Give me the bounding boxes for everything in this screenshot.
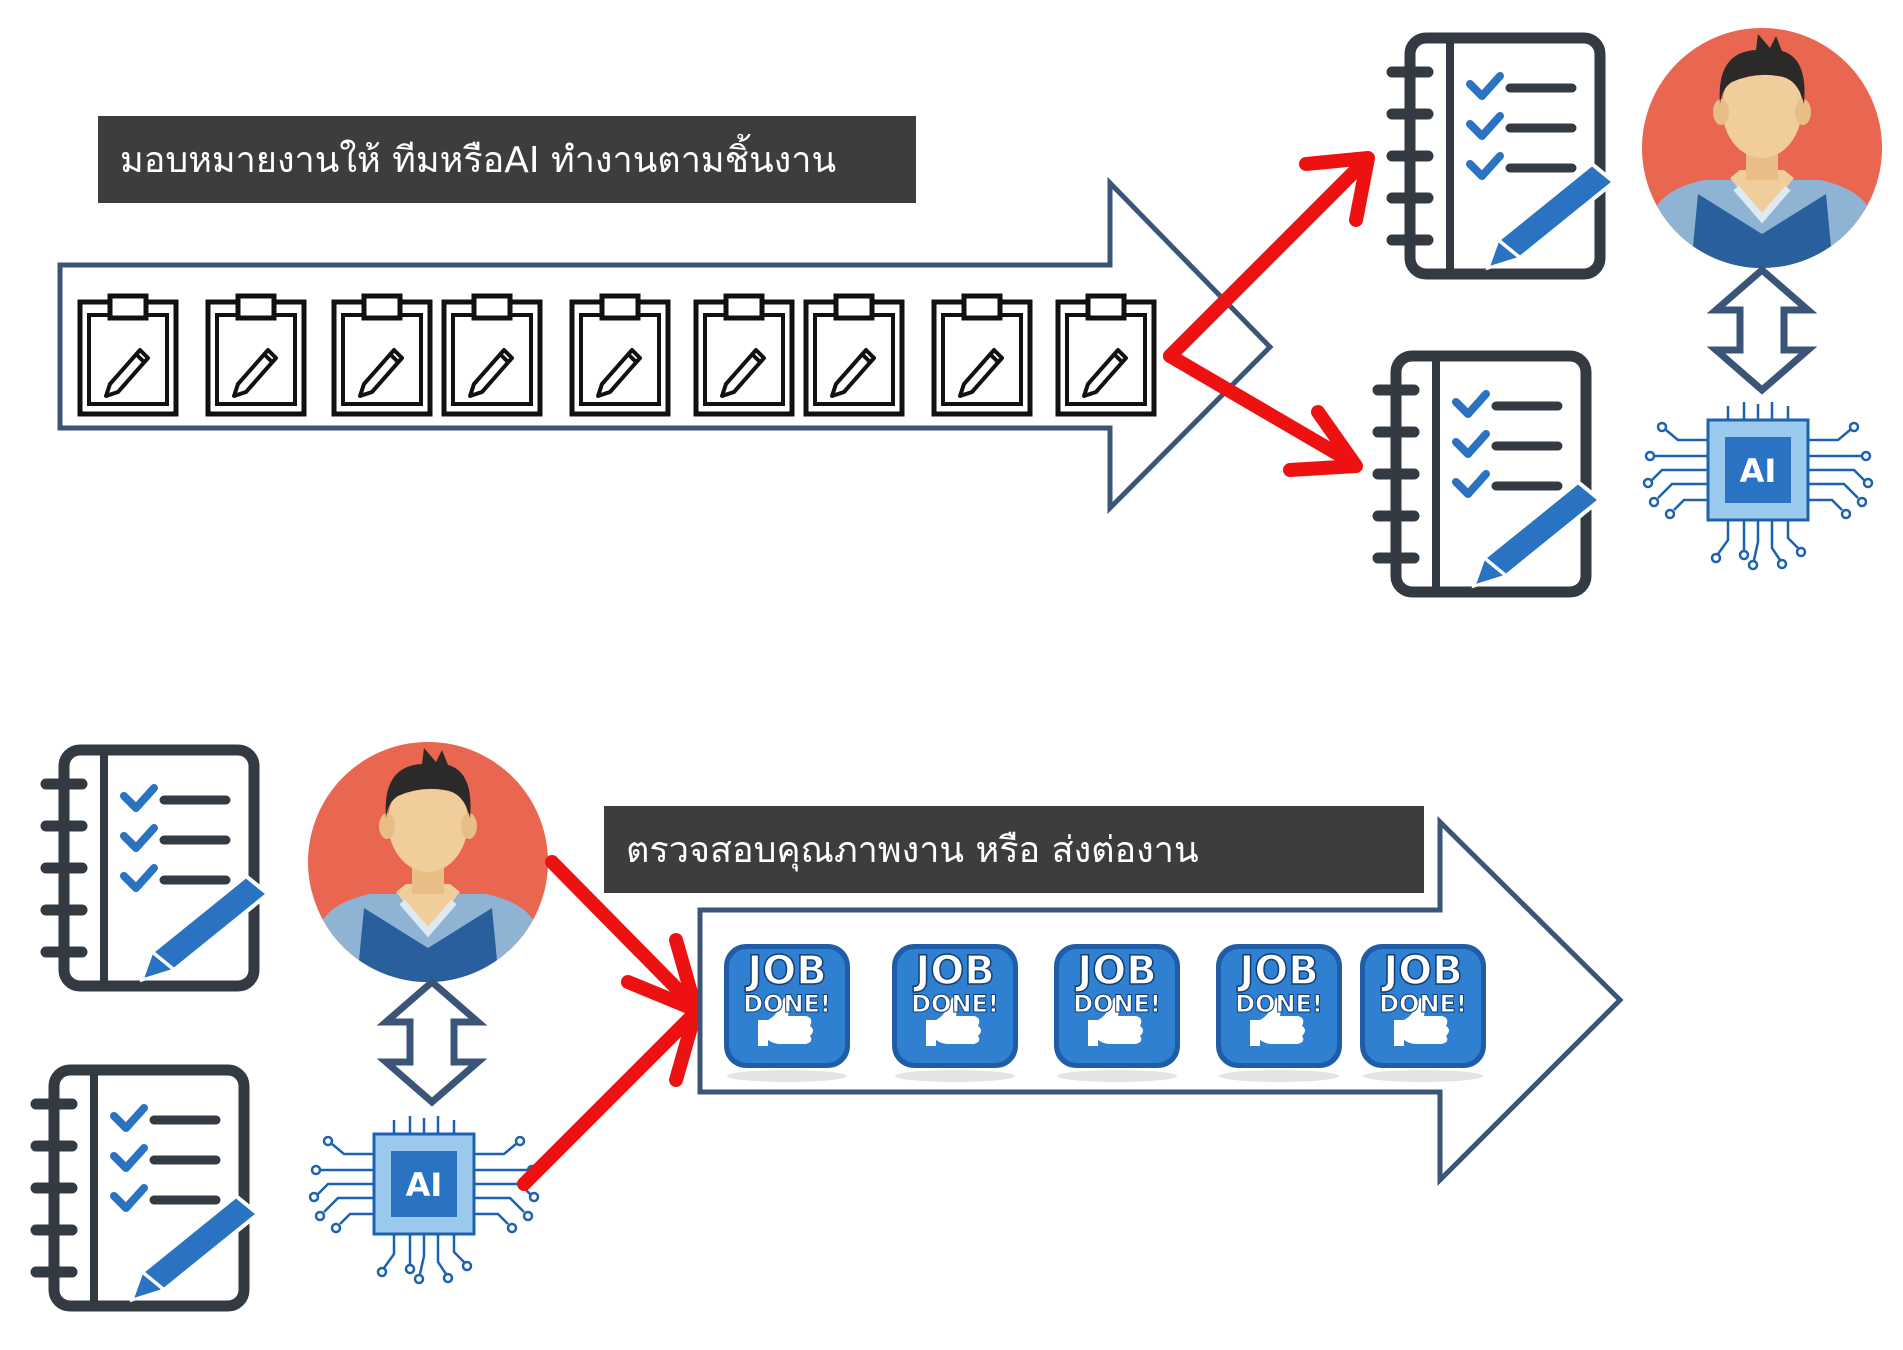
merge-arrows: [517, 855, 703, 1191]
job-done-badge: JOB DONE!: [724, 944, 850, 1082]
job-done-badge: JOB DONE!: [1360, 944, 1486, 1082]
notebook-checklist-icon: [46, 750, 268, 986]
double-arrow-icon: [1716, 270, 1808, 390]
svg-text:DONE!: DONE!: [743, 990, 831, 1018]
svg-text:DONE!: DONE!: [911, 990, 999, 1018]
svg-text:JOB: JOB: [1236, 948, 1318, 994]
svg-text:DONE!: DONE!: [1235, 990, 1323, 1018]
clipboard-icon: [444, 296, 540, 414]
clipboard-icon: [806, 296, 902, 414]
red-arrow-in-top: [545, 855, 697, 1009]
red-arrow-merge-head-b: [669, 1003, 703, 1087]
red-arrow-in-bottom: [517, 1011, 697, 1191]
clipboard-icon: [696, 296, 792, 414]
person-avatar-icon: [308, 742, 548, 992]
clipboard-icon: [572, 296, 668, 414]
svg-text:JOB: JOB: [912, 948, 994, 994]
person-avatar-icon: [1642, 28, 1882, 278]
assign-work-banner: มอบหมายงานให้ ทีมหรือAI ทำงานตามชิ้นงาน: [98, 116, 916, 203]
clipboard-icon: [1058, 296, 1154, 414]
task-clipboards: [80, 296, 1154, 414]
split-arrows: [1163, 151, 1375, 477]
clipboard-icon: [80, 296, 176, 414]
svg-text:JOB: JOB: [1380, 948, 1462, 994]
red-arrow-down-head: [1283, 405, 1363, 477]
job-done-badges: JOB DONE! JOB DONE! JOB DONE! JOB DONE! …: [724, 944, 1486, 1082]
ai-chip-label: AI: [406, 1166, 443, 1204]
job-done-badge: JOB DONE!: [1054, 944, 1180, 1082]
clipboard-icon: [934, 296, 1030, 414]
svg-text:JOB: JOB: [1074, 948, 1156, 994]
red-arrow-up: [1163, 161, 1365, 363]
double-arrow-icon: [386, 982, 478, 1102]
clipboard-icon: [208, 296, 304, 414]
red-arrow-down: [1163, 349, 1355, 467]
job-done-badge: JOB DONE!: [892, 944, 1018, 1082]
red-arrow-up-head: [1299, 151, 1375, 227]
quality-check-banner: ตรวจสอบคุณภาพงาน หรือ ส่งต่องาน: [604, 806, 1424, 893]
notebook-checklist-icon: [1378, 356, 1600, 592]
notebook-checklist-icon: [1392, 38, 1614, 274]
svg-text:DONE!: DONE!: [1379, 990, 1467, 1018]
svg-text:DONE!: DONE!: [1073, 990, 1161, 1018]
notebook-checklist-icon: [36, 1070, 258, 1306]
job-done-badge: JOB DONE!: [1216, 944, 1342, 1082]
svg-text:JOB: JOB: [744, 948, 826, 994]
ai-chip-label: AI: [1740, 452, 1777, 490]
clipboard-icon: [334, 296, 430, 414]
